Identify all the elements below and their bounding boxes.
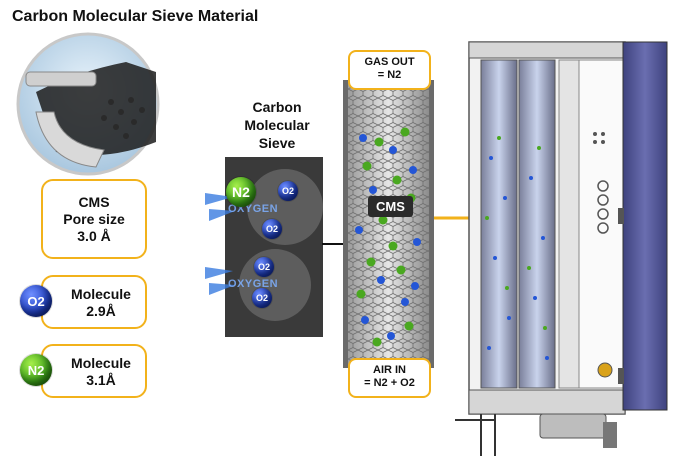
cms-line3: 3.0 Å bbox=[77, 228, 111, 244]
sieve-title-line1: Carbon bbox=[252, 99, 302, 115]
o2-panel-icon-2: O2 bbox=[262, 219, 282, 239]
nitrogen-generator bbox=[455, 38, 670, 460]
air-in-box: AIR IN = N2 + O2 bbox=[348, 358, 431, 398]
o2-molecule-size: 2.9Å bbox=[86, 303, 116, 319]
gas-out-line1: GAS OUT bbox=[364, 56, 415, 68]
micrometer-photo bbox=[16, 32, 160, 180]
page-title: Carbon Molecular Sieve Material bbox=[12, 8, 259, 25]
cms-line2: Pore size bbox=[63, 211, 125, 227]
sieve-title: Carbon Molecular Sieve bbox=[240, 98, 314, 152]
n2-molecule-label: Molecule bbox=[71, 355, 131, 371]
cms-pore-size-box: CMS Pore size 3.0 Å bbox=[41, 179, 147, 259]
n2-molecule-box: Molecule 3.1Å bbox=[41, 344, 147, 398]
o2-molecule-box: Molecule 2.9Å bbox=[41, 275, 147, 329]
o2-molecule-label: Molecule bbox=[71, 286, 131, 302]
o2-molecule-icon: O2 bbox=[20, 285, 52, 317]
gas-out-line2: = N2 bbox=[377, 69, 402, 81]
sieve-title-line2: Molecular bbox=[244, 117, 310, 133]
cms-column bbox=[343, 80, 434, 368]
oxygen-text-bottom: OXYGEN bbox=[228, 278, 279, 290]
o2-panel-icon-4: O2 bbox=[252, 288, 272, 308]
o2-panel-icon-3: O2 bbox=[254, 257, 274, 277]
n2-panel-icon: N2 bbox=[226, 177, 256, 207]
cms-tag: CMS bbox=[368, 196, 413, 217]
air-in-line1: AIR IN bbox=[373, 364, 406, 376]
n2-molecule-size: 3.1Å bbox=[86, 372, 116, 388]
sieve-title-line3: Sieve bbox=[258, 135, 296, 151]
n2-molecule-icon: N2 bbox=[20, 354, 52, 386]
cms-line1: CMS bbox=[78, 194, 110, 210]
o2-panel-icon-1: O2 bbox=[278, 181, 298, 201]
gas-out-box: GAS OUT = N2 bbox=[348, 50, 431, 90]
air-in-line2: = N2 + O2 bbox=[364, 377, 415, 389]
